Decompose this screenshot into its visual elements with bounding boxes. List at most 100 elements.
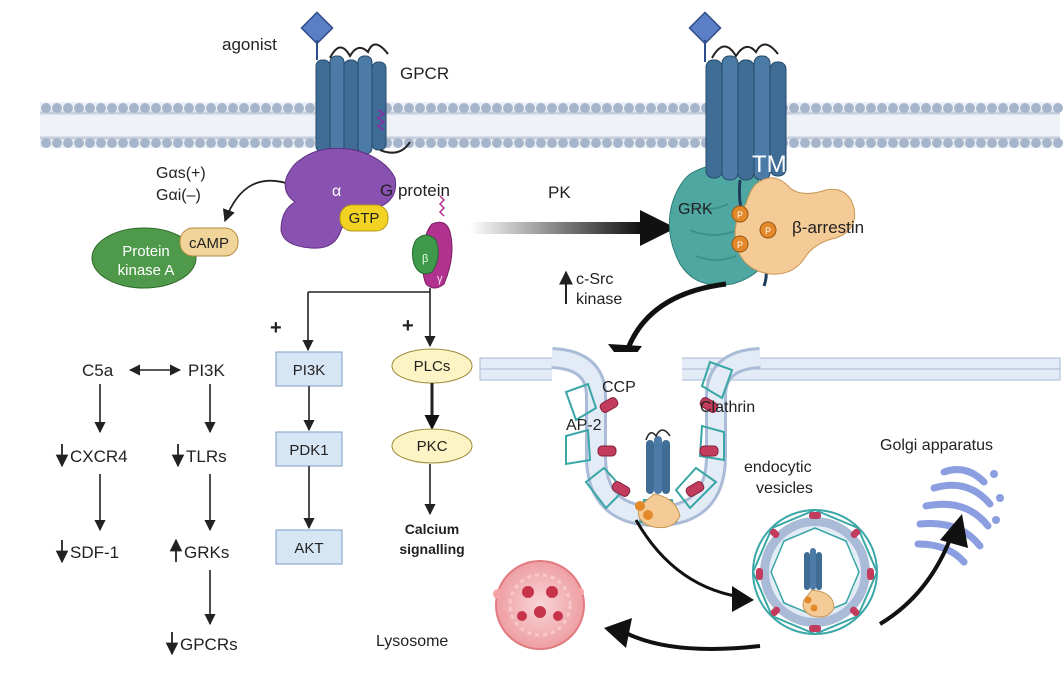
lipid-head [690,138,700,148]
lipid-head [261,138,271,148]
lipid-head [217,138,227,148]
lipid-head [250,103,260,113]
pka-icon [91,227,239,289]
lipid-head [1009,138,1019,148]
lipid-head [239,103,249,113]
g-protein-label: G protein [380,181,450,200]
lipid-head [943,103,953,113]
lipid-head [954,103,964,113]
lipid-head [954,138,964,148]
pathway-label-pdk1: PDK1 [289,442,328,459]
lipid-head [393,103,403,113]
lipid-head [514,138,524,148]
gtp-label: GTP [349,210,380,227]
lipid-head [173,138,183,148]
cxcr4-label: CXCR4 [70,447,128,466]
lipid-heads-outer [41,103,1063,113]
lipid-head [569,138,579,148]
grk-label: GRK [678,201,713,218]
lipid-head [646,103,656,113]
lipid-head [547,103,557,113]
pk-label: PK [548,183,571,202]
gbg-branch-lines [302,288,436,352]
lipid-head [239,138,249,148]
g-beta-label: β [422,253,428,265]
lipid-head [206,138,216,148]
lipid-head [184,138,194,148]
lipid-head [789,138,799,148]
lipid-head [250,138,260,148]
lipid-head [426,103,436,113]
lipid-head [173,103,183,113]
pathway-ellipse-pkc [391,428,473,464]
tm-label: TM [752,151,787,178]
lipid-head [888,103,898,113]
gas-label: Gαs(+) [156,165,206,182]
lipid-head [140,138,150,148]
lipid-head [514,103,524,113]
lipid-head [635,103,645,113]
gpcrs-label: GPCRs [180,635,238,654]
lipid-head [481,103,491,113]
lipid-head [1009,103,1019,113]
lipid-head [52,138,62,148]
lipid-head [492,138,502,148]
endocytic-label-line2: vesicles [756,480,813,497]
tlrs-label: TLRs [186,447,227,466]
internalization-arrow [623,281,727,355]
lipid-head [129,138,139,148]
galpha-to-camp-arrow [222,179,296,223]
agonist-icon-right [688,11,722,62]
ccp-label: CCP [602,379,636,396]
lipid-head [987,138,997,148]
lipid-head [96,138,106,148]
camp-label: cAMP [189,235,229,252]
lipid-head [492,103,502,113]
vesicle-to-golgi-arrow [878,533,954,626]
lipid-head [921,138,931,148]
lipid-head [899,138,909,148]
lipid-head [437,103,447,113]
pk-arrow [470,210,676,246]
lipid-head [1053,138,1063,148]
pka-label-line2: kinase A [118,262,175,279]
lipid-head [151,103,161,113]
phosphate-icons [731,205,777,253]
lipid-head [503,103,513,113]
pathway-box-akt [275,529,343,565]
lipid-head [206,103,216,113]
lipid-heads-inner [41,138,1063,148]
vesicle-to-golgi-arrowhead [940,514,968,548]
lipid-head [965,103,975,113]
ap2-label: AP-2 [566,417,602,434]
lipid-head [558,138,568,148]
lipid-head [844,138,854,148]
lipid-head [118,103,128,113]
lipid-head [305,138,315,148]
golgi-label: Golgi apparatus [880,437,993,454]
lipid-head [140,103,150,113]
phospho-label-2: P [765,226,771,236]
lipid-head [976,138,986,148]
pathway-label-pi3k: PI3K [293,362,326,379]
lipid-head [657,138,667,148]
ccp-to-vesicle-arrowhead [732,586,754,612]
lipid-head [602,138,612,148]
phospho-label-1: P [737,210,743,220]
lipid-head [569,103,579,113]
lipid-head [1053,103,1063,113]
beta-arrestin-label: β-arrestin [792,218,864,237]
lipid-head [602,103,612,113]
lipid-head [426,138,436,148]
lipid-head [811,138,821,148]
lipid-head [525,103,535,113]
lipid-head [943,138,953,148]
agonist-icon [300,11,334,60]
lipid-head [1042,138,1052,148]
lipid-head [822,103,832,113]
pathway-label-plcs: PLCs [414,358,451,375]
lipid-head [448,103,458,113]
